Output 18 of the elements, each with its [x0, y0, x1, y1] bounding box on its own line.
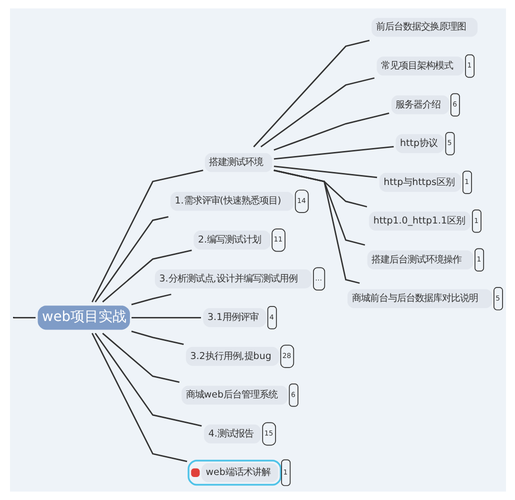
connector — [273, 170, 360, 284]
node-box: web项目实战 — [37, 306, 130, 330]
connector — [91, 170, 203, 302]
connector — [273, 112, 389, 151]
connector — [130, 330, 184, 346]
connector — [131, 316, 200, 318]
node-box: 搭建测试环境 — [204, 153, 272, 172]
connector — [94, 332, 202, 427]
connector — [273, 146, 394, 160]
connector — [102, 250, 192, 302]
connector — [14, 316, 36, 318]
connector — [94, 216, 168, 302]
connector — [130, 294, 171, 306]
connector — [102, 332, 180, 383]
connector — [91, 332, 187, 462]
connector — [260, 77, 374, 148]
connector — [273, 166, 377, 178]
connector — [252, 40, 370, 148]
